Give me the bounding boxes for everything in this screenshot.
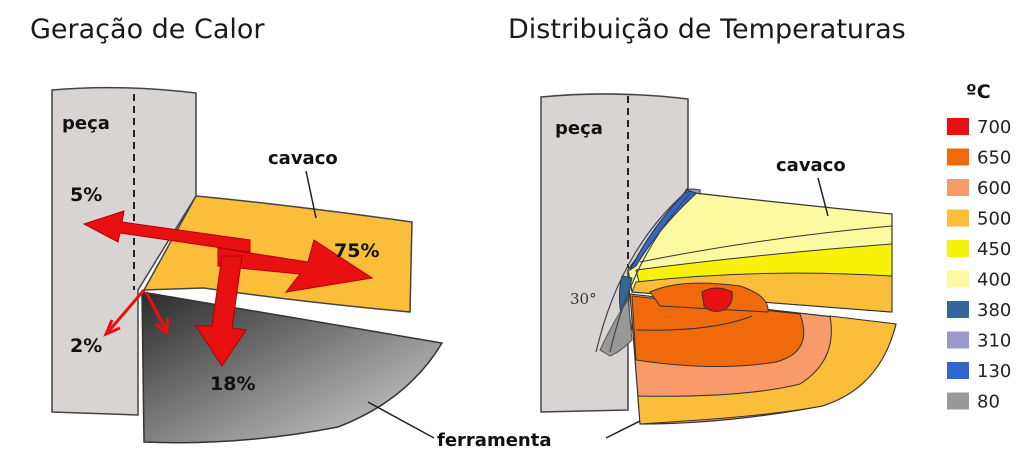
legend-swatch-130 (947, 362, 969, 379)
pct-chip: 75% (334, 240, 379, 262)
legend-swatch-500 (947, 209, 969, 227)
legend-label-700: 700 (977, 117, 1011, 138)
legend-label-500: 500 (977, 209, 1011, 230)
label-cavaco-left: cavaco (268, 148, 338, 169)
pct-tool: 18% (210, 373, 255, 395)
legend-label-80: 80 (977, 392, 1000, 413)
tool-zone-650 (631, 295, 805, 368)
leader-ferramenta-right (605, 419, 643, 439)
arrow-friction-right (144, 291, 168, 331)
chip-isotherm (639, 225, 893, 263)
shear-line-curve-2 (609, 193, 691, 353)
hotspot-700 (701, 287, 733, 312)
tool-isotherm (635, 315, 753, 331)
title-heat-generation: Geração de Calor (30, 14, 265, 45)
temperature-legend: ºC 700 650 600 500 450 400 380 310 130 80 (947, 81, 1011, 413)
arrowhead-friction-left (103, 319, 121, 337)
label-peca-left: peça (62, 113, 110, 134)
label-angle: 30° (570, 290, 597, 308)
legend-label-600: 600 (977, 178, 1011, 199)
legend-label-400: 400 (977, 270, 1011, 291)
legend-swatch-310 (947, 331, 969, 349)
legend-label-310: 310 (977, 331, 1011, 352)
legend-swatch-700 (947, 118, 969, 135)
heat-arrows (82, 210, 374, 367)
pct-workpiece: 5% (70, 184, 102, 206)
leader-cavaco-right (817, 177, 829, 217)
leader-ferramenta-left (367, 401, 435, 439)
shear-line-curve-1 (595, 191, 687, 353)
tool-left (141, 291, 444, 444)
chip-left (142, 195, 413, 313)
legend-swatch-380 (947, 301, 969, 318)
legend-label-380: 380 (977, 300, 1011, 321)
workpiece-left (51, 86, 197, 416)
shear-zone-130 (628, 189, 702, 272)
legend-label-450: 450 (977, 239, 1011, 260)
legend-swatch-450 (947, 240, 969, 257)
pct-friction: 2% (70, 335, 102, 357)
left-diagram: peça cavaco 5% 75% 2% 18% (51, 86, 444, 444)
arrow-to-workpiece (82, 210, 251, 253)
legend-swatch-400 (947, 270, 969, 288)
legend-unit: ºC (966, 81, 991, 103)
right-diagram: peça cavaco 30° (540, 93, 897, 425)
label-peca-right: peça (555, 118, 603, 139)
label-cavaco-right: cavaco (776, 155, 846, 176)
legend-swatch-600 (947, 179, 969, 196)
label-ferramenta: ferramenta (437, 430, 551, 451)
legend-label-130: 130 (977, 361, 1011, 382)
legend-swatch-650 (947, 148, 969, 166)
arrow-friction-left (106, 289, 146, 333)
legend-label-650: 650 (977, 148, 1011, 169)
title-temperature-distribution: Distribuição de Temperaturas (508, 14, 906, 45)
tool-zone-500-edge (637, 315, 897, 425)
legend-swatch-80 (947, 392, 969, 410)
arrow-to-tool (195, 255, 247, 367)
leader-cavaco-left (305, 170, 317, 219)
arrowhead-friction-right (154, 317, 170, 337)
shear-zone-310 (684, 188, 701, 195)
